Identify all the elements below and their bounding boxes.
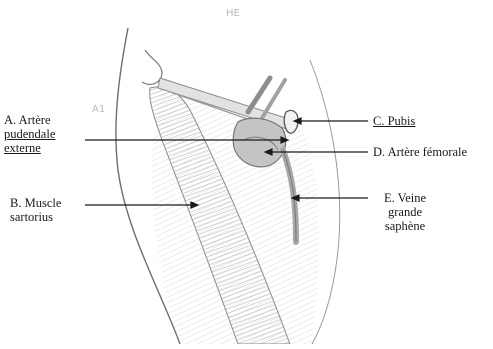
margin-scrawl: A1 [92,104,105,115]
label-a-line-3: externe [4,141,55,155]
label-e-line-1: E. Veine [370,191,440,205]
label-b-line-1: B. Muscle [10,196,61,210]
label-e-line-3: saphène [370,219,440,233]
label-e: E. Veine grande saphène [370,191,440,233]
label-a-line-2: pudendale [4,127,55,141]
hip-fold [142,50,162,84]
label-c: C. Pubis [373,114,415,128]
label-b: B. Muscle sartorius [10,196,61,224]
label-a-line-1: A. Artère [4,113,55,127]
label-b-line-2: sartorius [10,210,61,224]
label-a: A. Artère pudendale externe [4,113,55,155]
header-scrawl: HE [226,8,240,19]
label-e-line-2: grande [370,205,440,219]
label-d: D. Artère fémorale [373,145,467,159]
femoral-region [233,118,286,167]
